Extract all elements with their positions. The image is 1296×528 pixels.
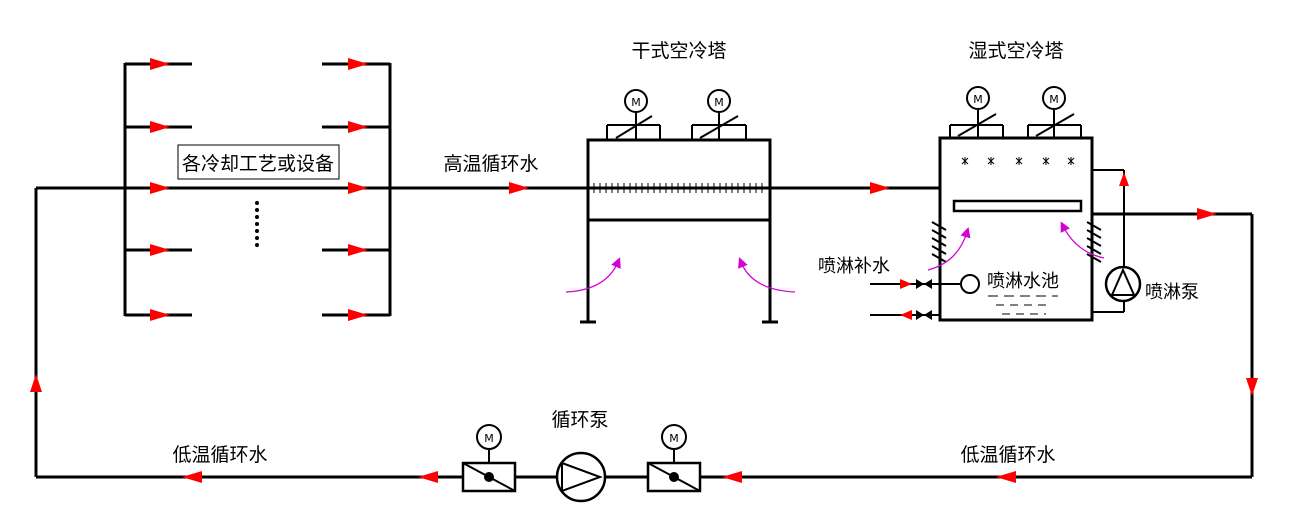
motor-symbol: M	[714, 96, 724, 109]
spray-pump-label: 喷淋泵	[1145, 282, 1199, 303]
flow-arrow	[509, 182, 529, 194]
equipment-label: 各冷却工艺或设备	[182, 153, 334, 175]
manifold-flow-arrows	[150, 58, 368, 321]
wet-fan-2: M	[1027, 86, 1082, 138]
high-temp-water-label: 高温循环水	[443, 153, 538, 175]
air-flow-arrow	[738, 257, 796, 293]
wet-fan-1: M	[949, 86, 1004, 138]
motor-symbol: M	[631, 96, 641, 109]
flow-arrow	[418, 471, 438, 483]
air-flow-arrow	[927, 227, 971, 271]
fill-pack-left	[931, 221, 947, 263]
dry-fan-1: M	[606, 89, 661, 140]
flow-arrow	[1246, 378, 1258, 396]
equipment-manifold: 各冷却工艺或设备	[123, 58, 392, 321]
motor-valve-left: M	[461, 424, 517, 493]
motor-valve-right: M	[646, 424, 702, 493]
flow-arrow	[30, 374, 42, 392]
flow-arrow	[182, 471, 202, 483]
flow-arrow	[1197, 208, 1217, 220]
spray-pump	[1104, 265, 1142, 303]
circulation-pump	[555, 451, 607, 503]
spray-pool-label: 喷淋水池	[987, 271, 1059, 292]
wet-coil	[952, 199, 1083, 213]
low-temp-water-label-left: 低温循环水	[172, 444, 267, 466]
motor-symbol: M	[973, 93, 983, 106]
spray-nozzles	[961, 157, 1075, 165]
water-level-marks	[988, 295, 1058, 315]
coil-fins	[593, 183, 763, 193]
fill-pack-right	[1086, 221, 1102, 263]
air-flow-arrow	[1060, 221, 1105, 259]
low-temp-water-label-right: 低温循环水	[960, 444, 1055, 466]
spray-makeup-inlet: 喷淋补水	[818, 256, 980, 320]
ellipsis-dots	[255, 201, 259, 247]
air-flow-arrow	[565, 257, 621, 293]
equipment-label-box	[177, 144, 340, 180]
flow-arrow	[870, 182, 890, 194]
wet-cooling-tower: 湿式空冷塔 M	[927, 40, 1199, 322]
wet-tower-title: 湿式空冷塔	[968, 40, 1063, 62]
dry-fan-2: M	[691, 89, 747, 140]
flow-arrow	[722, 471, 742, 483]
motor-symbol: M	[484, 432, 494, 445]
circ-pump-label: 循环泵	[551, 409, 608, 431]
dry-tower-title: 干式空冷塔	[631, 40, 726, 62]
motor-symbol: M	[1049, 93, 1059, 106]
motor-symbol: M	[669, 432, 679, 445]
spray-makeup-label: 喷淋补水	[818, 256, 890, 277]
flow-arrow	[996, 471, 1016, 483]
main-loop-piping	[34, 186, 1254, 479]
dry-cooling-tower: 干式空冷塔 M M	[565, 40, 796, 324]
circulation-pump-assembly: 循环泵 M M	[461, 409, 702, 503]
